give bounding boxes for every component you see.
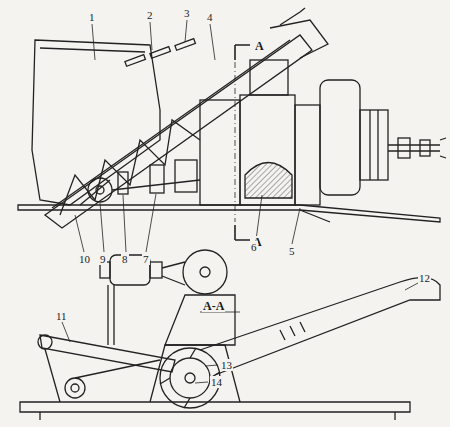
callout-number: 10 [78,253,91,265]
callout-number: 13 [220,359,233,371]
section-mark: A-A [202,300,225,312]
callout-number: 9 [99,253,107,265]
callout-number: 6 [250,241,258,253]
callout-number: 14 [210,376,223,388]
callout-number: 8 [121,253,129,265]
callout-number: 2 [146,9,154,21]
callout-number: 5 [288,245,296,257]
callout-number: 3 [183,7,191,19]
callout-number: 12 [418,272,431,284]
callout-number: 7 [142,253,150,265]
callout-number: 11 [55,310,68,322]
section-mark: A [254,40,265,52]
callout-number: 1 [88,11,96,23]
callout-number: 4 [206,11,214,23]
